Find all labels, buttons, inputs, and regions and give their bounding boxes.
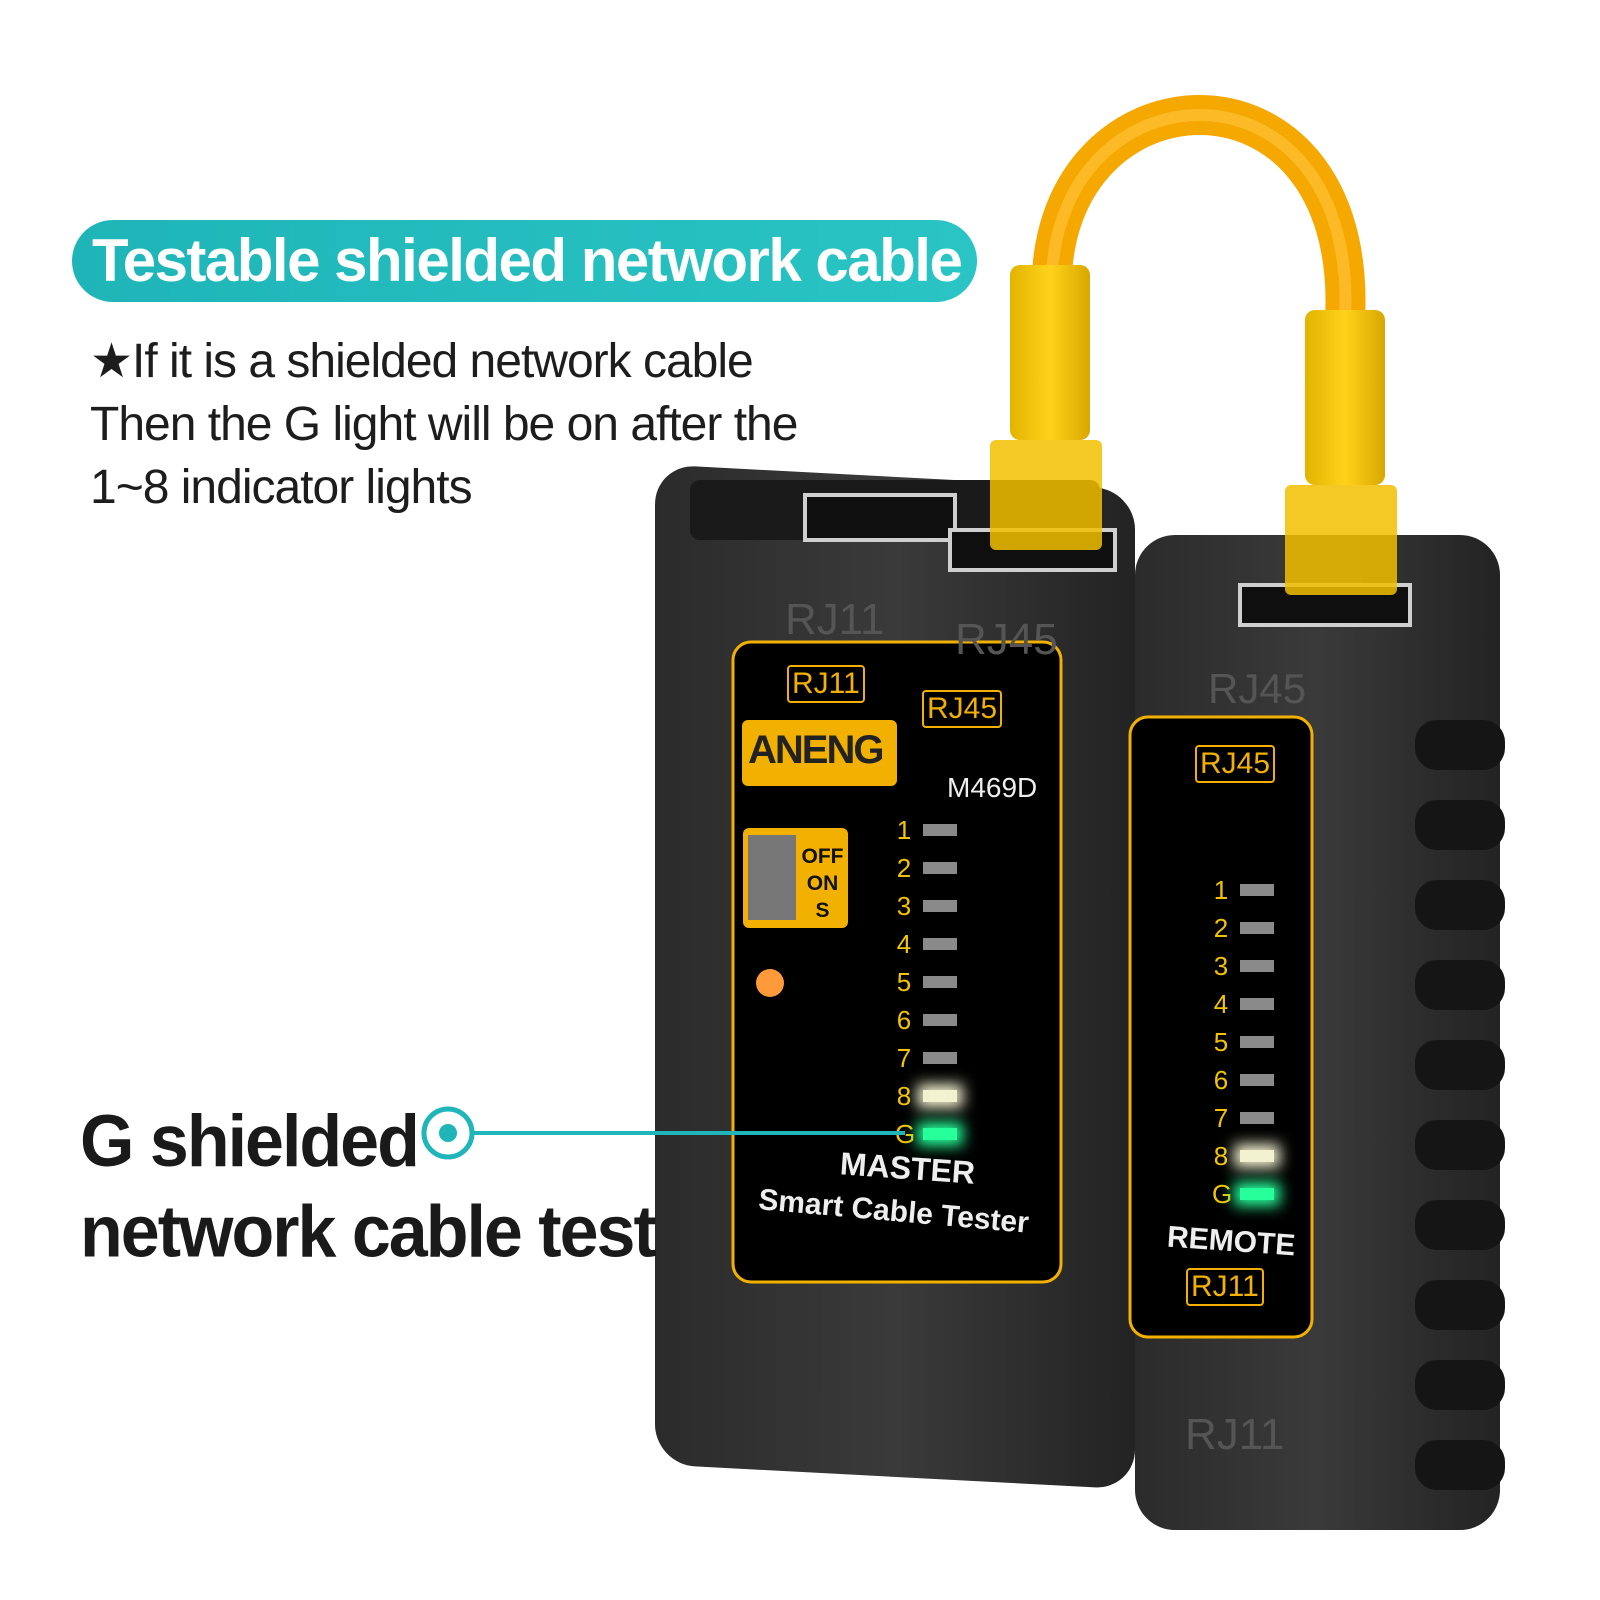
remote-port-label-rj45: RJ45	[1195, 745, 1276, 783]
led-indicator-8: 8	[1212, 1141, 1274, 1171]
led-label: 6	[896, 1004, 912, 1035]
led-light	[1240, 884, 1274, 896]
callout-line: network cable test	[80, 1190, 657, 1273]
patch-cable	[1031, 95, 1366, 340]
led-light	[1240, 1074, 1274, 1086]
led-indicator-5: 5	[1212, 1027, 1274, 1057]
led-indicator-4: 4	[1212, 989, 1274, 1019]
led-light	[923, 1052, 957, 1064]
led-light	[1240, 960, 1274, 972]
led-indicator-G: G	[1212, 1179, 1274, 1209]
led-light	[1240, 922, 1274, 934]
led-label: 2	[1213, 912, 1229, 943]
led-light	[1240, 1036, 1274, 1048]
led-light	[923, 976, 957, 988]
cable-connector-left	[990, 265, 1102, 550]
led-indicator-5: 5	[895, 967, 957, 997]
led-light	[923, 1128, 957, 1140]
led-label: 7	[896, 1042, 912, 1073]
led-label: 1	[1213, 874, 1229, 905]
led-indicator-8: 8	[895, 1081, 957, 1111]
remote-housing-label-rj45: RJ45	[1208, 665, 1307, 712]
led-light	[923, 938, 957, 950]
rj11-port	[803, 493, 957, 542]
switch-s-label: S	[815, 899, 830, 922]
led-light	[923, 824, 957, 836]
led-indicator-G: G	[895, 1119, 957, 1149]
led-label: 7	[1213, 1102, 1229, 1133]
led-label: 8	[896, 1080, 912, 1111]
master-housing-label-rj45: RJ45	[955, 615, 1058, 664]
led-label: 3	[1213, 950, 1229, 981]
led-light	[1240, 1188, 1274, 1200]
callout-line: G shielded	[80, 1099, 420, 1182]
led-indicator-6: 6	[1212, 1065, 1274, 1095]
led-indicator-7: 7	[1212, 1103, 1274, 1133]
remote-grip	[1415, 720, 1505, 1490]
description-line: 1~8 indicator lights	[90, 461, 473, 514]
led-indicator-1: 1	[895, 815, 957, 845]
led-indicator-1: 1	[1212, 875, 1274, 905]
headline-banner: Testable shielded network cable	[72, 220, 977, 302]
power-switch[interactable]: OFF ON S	[800, 843, 845, 924]
master-port-label-rj11: RJ11	[787, 665, 865, 703]
description: ★If it is a shielded network cable Then …	[90, 330, 798, 519]
led-light	[923, 900, 957, 912]
led-label: 8	[1213, 1140, 1229, 1171]
description-line: Then the G light will be on after the	[90, 398, 798, 451]
led-label: G	[895, 1118, 916, 1149]
switch-on-label: ON	[806, 872, 839, 895]
master-panel	[731, 640, 1063, 1284]
led-label: 4	[896, 928, 912, 959]
led-label: 4	[1213, 988, 1229, 1019]
led-light	[923, 1014, 957, 1026]
led-light	[923, 862, 957, 874]
switch-off-label: OFF	[801, 845, 844, 868]
led-light	[923, 1090, 957, 1102]
master-housing-label-rj11: RJ11	[785, 595, 885, 644]
led-indicator-2: 2	[895, 853, 957, 883]
led-indicator-3: 3	[1212, 951, 1274, 981]
led-label: 6	[1213, 1064, 1229, 1095]
callout-text: G shielded network cable test	[80, 1096, 657, 1277]
led-indicator-3: 3	[895, 891, 957, 921]
led-indicator-4: 4	[895, 929, 957, 959]
led-indicator-2: 2	[1212, 913, 1274, 943]
remote-port-label-rj11: RJ11	[1186, 1268, 1264, 1306]
model-number: M469D	[947, 772, 1038, 803]
led-light	[1240, 998, 1274, 1010]
led-label: 5	[1213, 1026, 1229, 1057]
led-indicator-7: 7	[895, 1043, 957, 1073]
master-port-label-rj45: RJ45	[922, 690, 1003, 728]
brand-logo: ANENG	[748, 728, 884, 772]
led-label: 2	[896, 852, 912, 883]
led-label: 1	[896, 814, 912, 845]
description-line: ★If it is a shielded network cable	[90, 335, 754, 388]
remote-housing-label-rj11: RJ11	[1185, 1410, 1285, 1459]
led-light	[1240, 1112, 1274, 1124]
led-label: 5	[896, 966, 912, 997]
led-indicator-6: 6	[895, 1005, 957, 1035]
led-label: 3	[896, 890, 912, 921]
led-light	[1240, 1150, 1274, 1162]
cable-connector-right	[1285, 310, 1397, 595]
led-label: G	[1212, 1178, 1233, 1209]
